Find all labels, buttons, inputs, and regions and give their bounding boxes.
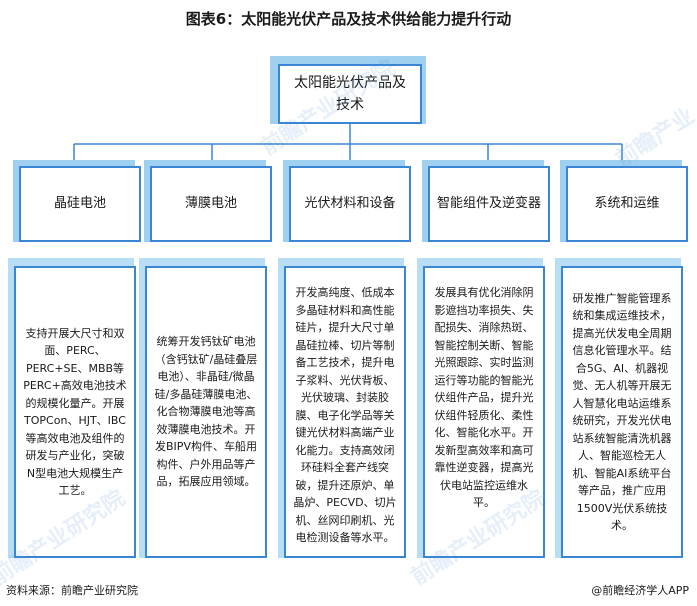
category-node-thin-film: 薄膜电池: [150, 166, 272, 242]
detail-box-crystalline-silicon: 支持开展大尺寸和双面、PERC、PERC+SE、MBB等PERC+高效电池技术的…: [14, 266, 136, 558]
category-node-systems-om: 系统和运维: [566, 166, 688, 242]
root-node: 太阳能光伏产品及技术: [278, 64, 422, 124]
detail-box-smart-modules: 发展具有优化消除阴影遮挡功率损失、失配损失、消除热斑、智能控制关断、智能光照跟踪…: [423, 266, 545, 558]
credit-note: @前瞻经济学人APP: [591, 584, 689, 597]
category-node-smart-modules: 智能组件及逆变器: [428, 166, 550, 242]
source-note: 资料来源：前瞻产业研究院: [6, 584, 138, 597]
chart-title: 图表6：太阳能光伏产品及技术供给能力提升行动: [185, 10, 512, 28]
category-node-pv-materials: 光伏材料和设备: [289, 166, 411, 242]
category-node-crystalline-silicon: 晶硅电池: [19, 166, 141, 242]
detail-box-pv-materials: 开发高纯度、低成本多晶硅材料和高性能硅片，提升大尺寸单晶硅拉棒、切片等制备工艺技…: [284, 266, 406, 558]
detail-box-systems-om: 研发推广智能管理系统和集成运维技术，提高光伏发电全周期信息化管理水平。结合5G、…: [561, 266, 683, 558]
detail-box-thin-film: 统筹开发钙钛矿电池（含钙钛矿/晶硅叠层电池）、非晶硅/微晶硅/多晶硅薄膜电池、化…: [145, 266, 267, 558]
